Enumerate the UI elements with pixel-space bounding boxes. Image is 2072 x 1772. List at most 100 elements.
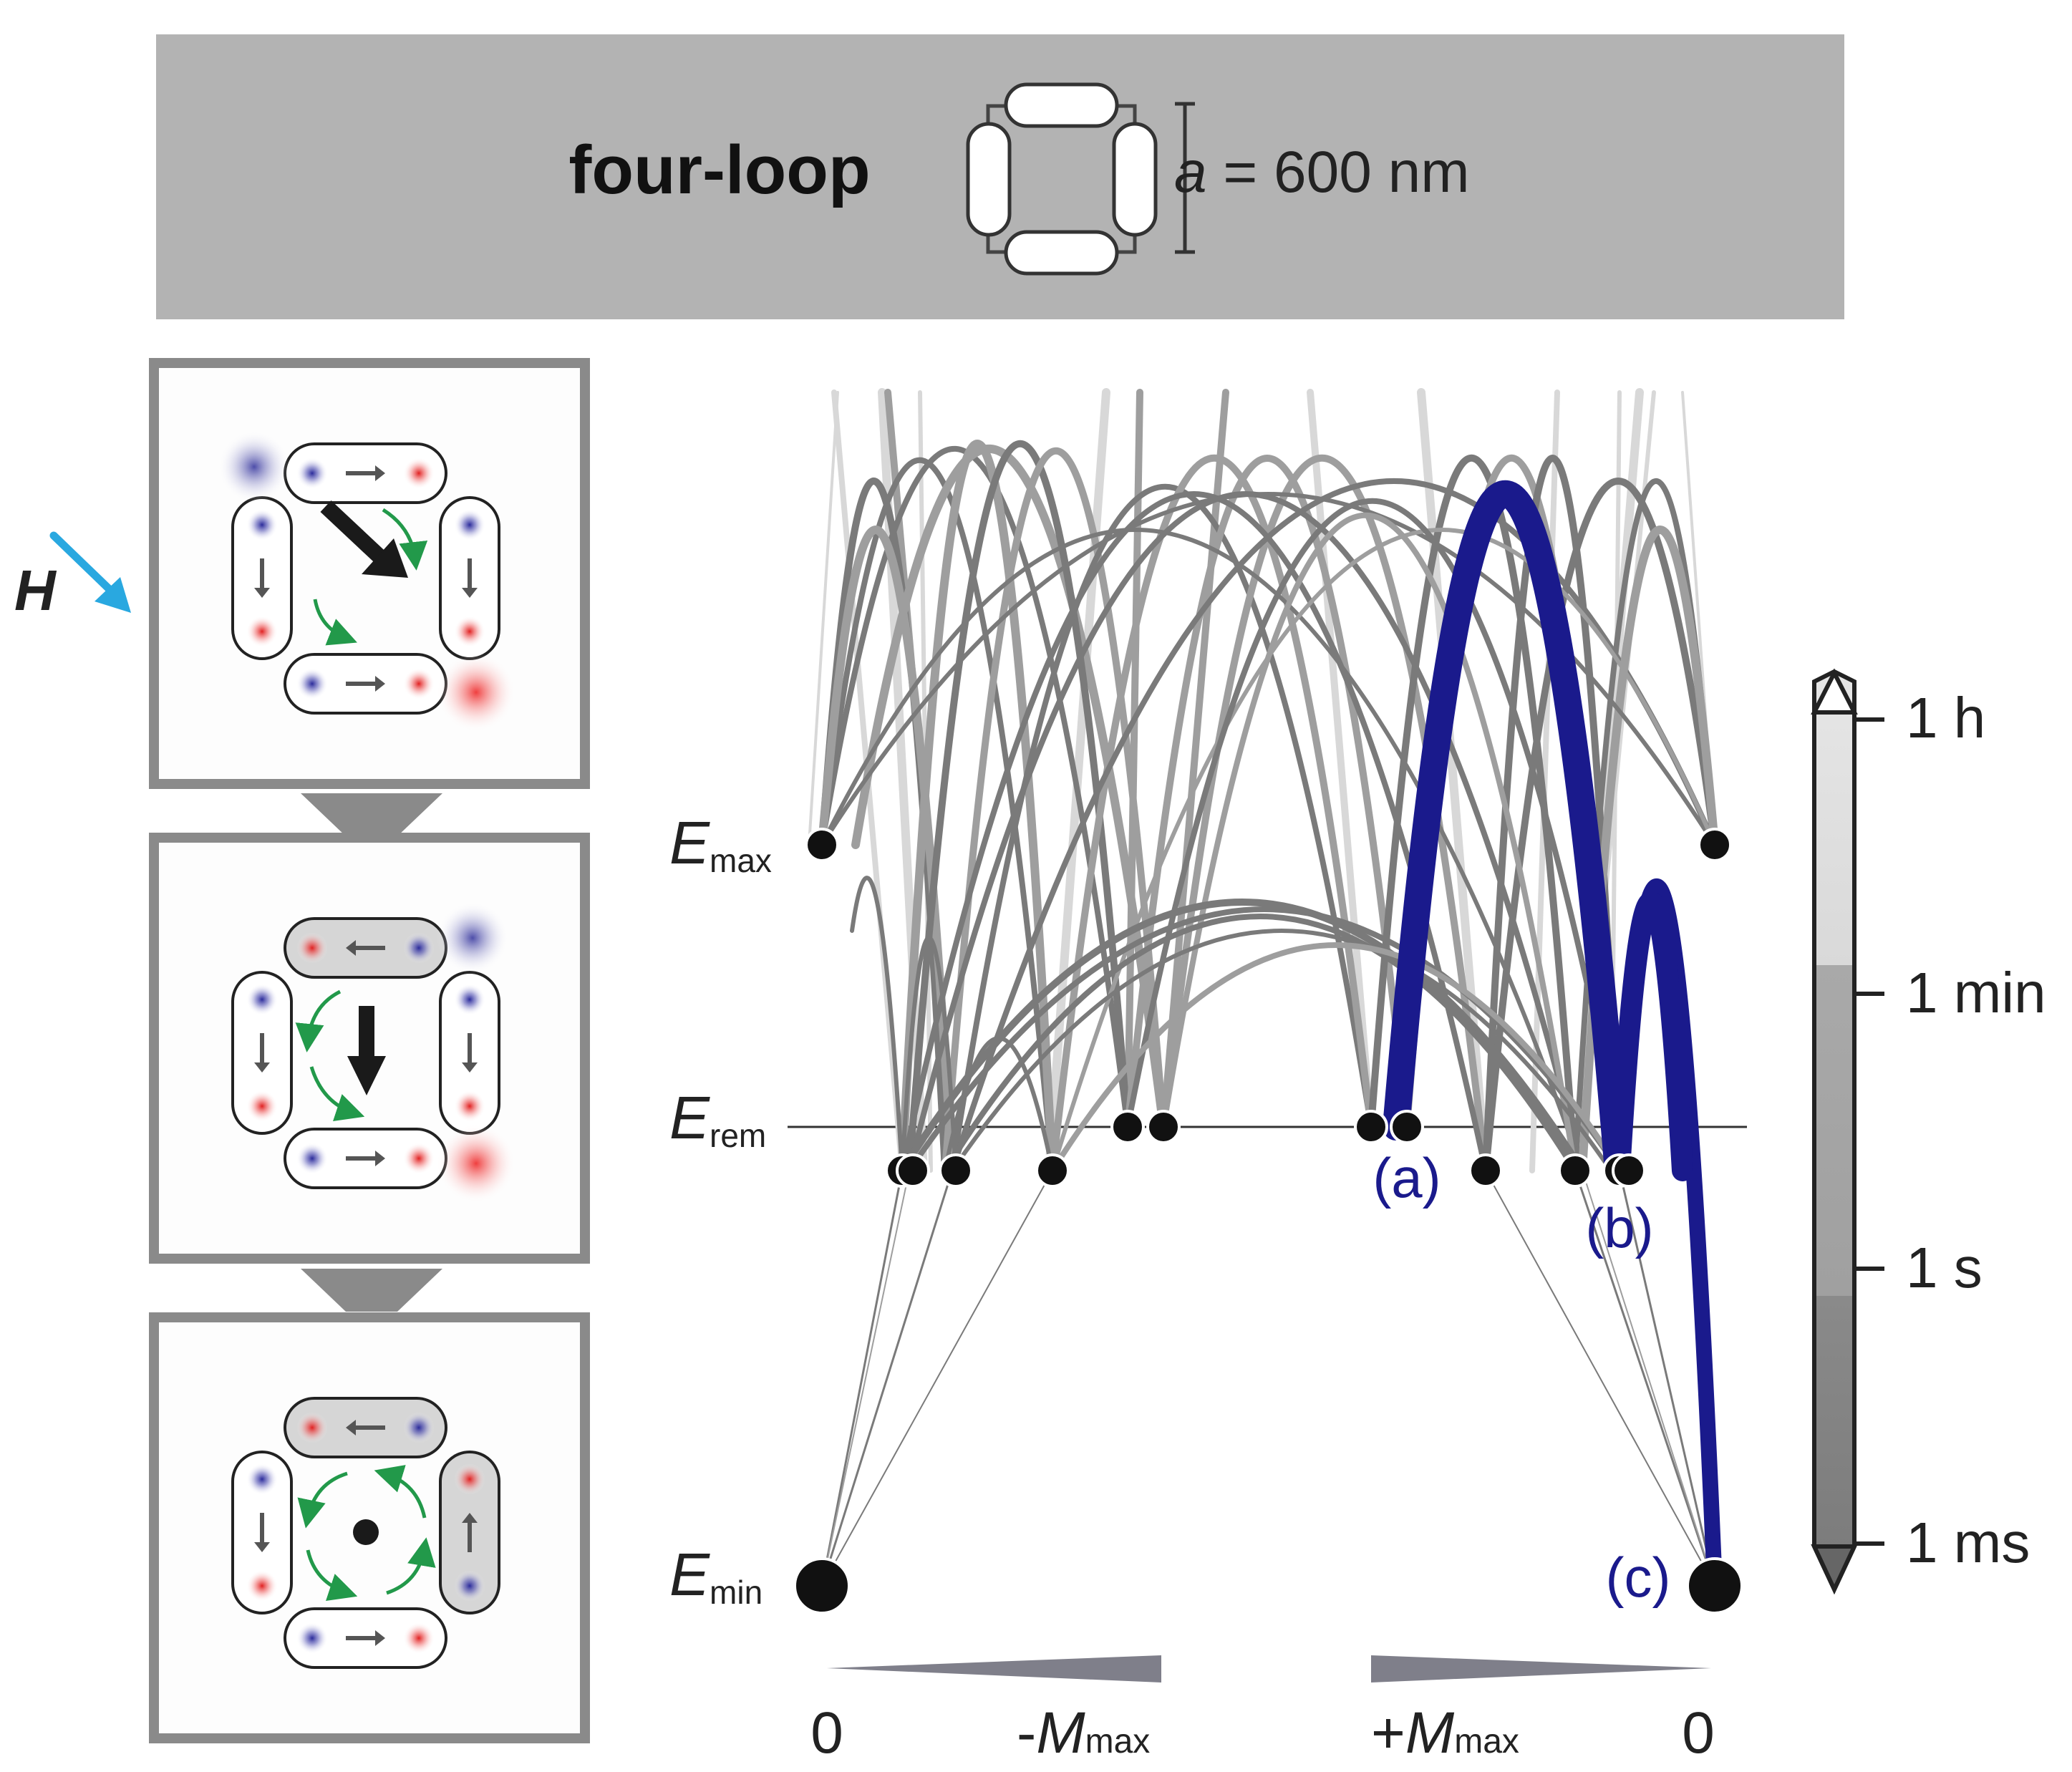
transition-line: [1677, 950, 1717, 1588]
pos-magnetization-wedge: [1371, 1655, 1711, 1683]
moment-arrow-head: [375, 1151, 385, 1166]
red-charge-dot: [246, 1090, 278, 1122]
state-node: [1354, 1110, 1388, 1144]
blue-charge-dot: [296, 457, 328, 489]
transition-line: [820, 1169, 904, 1587]
transition-arc: [950, 929, 1613, 1173]
transition-line: [1160, 389, 1229, 1131]
configuration-panels: [149, 358, 590, 1743]
blue-charge-dot: [403, 932, 435, 964]
chirality-arrow: [306, 1549, 358, 1602]
transition-line: [821, 1170, 1053, 1587]
state-node: [896, 1153, 930, 1188]
vertex-charge-glow: [437, 902, 508, 974]
red-charge-dot: [296, 1412, 328, 1443]
net-moment-arrow-head: [347, 1056, 386, 1095]
red-charge-dot: [403, 457, 435, 489]
energy-max-label: Emax: [669, 809, 772, 879]
state-nodes: [793, 828, 1743, 1614]
panel-connector-arrow: [301, 793, 442, 836]
axis-left-zero: 0: [810, 1700, 843, 1766]
blue-charge-dot: [246, 509, 278, 541]
transition-line: [1618, 1169, 1716, 1587]
red-charge-dot: [246, 1570, 278, 1602]
state-node: [805, 828, 839, 862]
lattice-size-bracket: [1175, 102, 1195, 254]
transition-arc: [820, 492, 1717, 847]
transition-line: [820, 1169, 954, 1587]
colorbar-label-minute: 1 min: [1906, 961, 2046, 1025]
state-node: [1146, 1110, 1181, 1144]
applied-field-indicator: H: [14, 531, 131, 622]
axis-neg-mmax: -Mmax: [1017, 1700, 1150, 1766]
chirality-arrow: [382, 508, 428, 571]
blue-charge-dot: [246, 984, 278, 1015]
red-charge-dot: [403, 1622, 435, 1654]
configuration-panel-3: [149, 1312, 590, 1743]
transition-arc: [851, 445, 1168, 1131]
moment-arrow-head: [254, 1542, 270, 1552]
transition-line: [1307, 389, 1375, 1131]
transition-arc: [949, 484, 1374, 1173]
state-node: [1390, 1110, 1424, 1144]
four-loop-schematic: [966, 82, 1158, 276]
red-charge-dot: [296, 932, 328, 964]
transition-arc: [1482, 478, 1718, 1174]
colorbar-body: [1812, 669, 1856, 1595]
transition-line: [1417, 388, 1490, 1175]
path-label-a: (a): [1373, 1146, 1441, 1209]
chirality-arrow: [295, 989, 342, 1052]
transition-line: [808, 391, 839, 846]
transition-arc: [942, 914, 1578, 1173]
moment-arrow-head: [375, 465, 385, 481]
state-node: [1558, 1153, 1592, 1188]
highlighted-path-b-loop: [1609, 891, 1693, 1181]
vertex-charge-glow: [437, 1124, 515, 1203]
transition-arc: [941, 447, 1167, 1174]
transition-arc: [943, 1036, 1055, 1173]
colorbar-bottom-cap: [1811, 1544, 1858, 1595]
energy-min-label: Emin: [669, 1541, 763, 1611]
blue-charge-dot: [246, 1463, 278, 1495]
net-moment-arrow: [320, 500, 389, 566]
transition-line: [1485, 1170, 1715, 1587]
colorbar-label-hour: 1 h: [1906, 686, 1985, 750]
header-title: four-loop: [568, 132, 870, 208]
blue-charge-dot: [296, 1622, 328, 1654]
moment-arrow-head: [254, 588, 270, 598]
red-charge-dot: [246, 616, 278, 647]
transition-line: [1582, 1170, 1715, 1587]
red-charge-dot: [403, 668, 435, 699]
path-label-c: (c): [1606, 1546, 1671, 1609]
moment-arrow-head: [375, 676, 385, 692]
energy-rem-label: Erem: [669, 1084, 766, 1154]
state-node: [1110, 1110, 1145, 1144]
transition-arc: [898, 440, 1057, 1175]
transition-arc: [850, 876, 904, 1173]
moment-arrow-head: [462, 1062, 478, 1073]
moment-arrow-head: [462, 1513, 478, 1523]
transition-arc: [1050, 942, 1622, 1173]
transition-arc: [906, 906, 1622, 1173]
field-label: H: [14, 558, 57, 622]
lattice-size-label: a = 600 nm: [1174, 140, 1470, 205]
state-node: [1698, 828, 1732, 862]
blue-charge-dot: [454, 509, 485, 541]
colorbar-label-millisecond: 1 ms: [1906, 1511, 2030, 1574]
chirality-arrow: [374, 1465, 427, 1519]
highlighted-path-a: [1383, 480, 1632, 1184]
transition-arc: [1049, 454, 1375, 1174]
transition-line: [821, 1170, 910, 1587]
transition-arc: [1125, 498, 1628, 1173]
net-moment-arrow-head: [362, 538, 408, 578]
field-arrow-icon: [49, 531, 131, 613]
state-node: [1468, 1153, 1503, 1188]
chirality-arrow: [386, 1537, 436, 1595]
transition-line: [1574, 1169, 1716, 1587]
red-charge-dot: [454, 1463, 485, 1495]
transition-arc: [819, 457, 1055, 1173]
state-node: [1686, 1557, 1743, 1614]
colorbar-label-second: 1 s: [1906, 1236, 1983, 1299]
blue-charge-dot: [296, 668, 328, 699]
